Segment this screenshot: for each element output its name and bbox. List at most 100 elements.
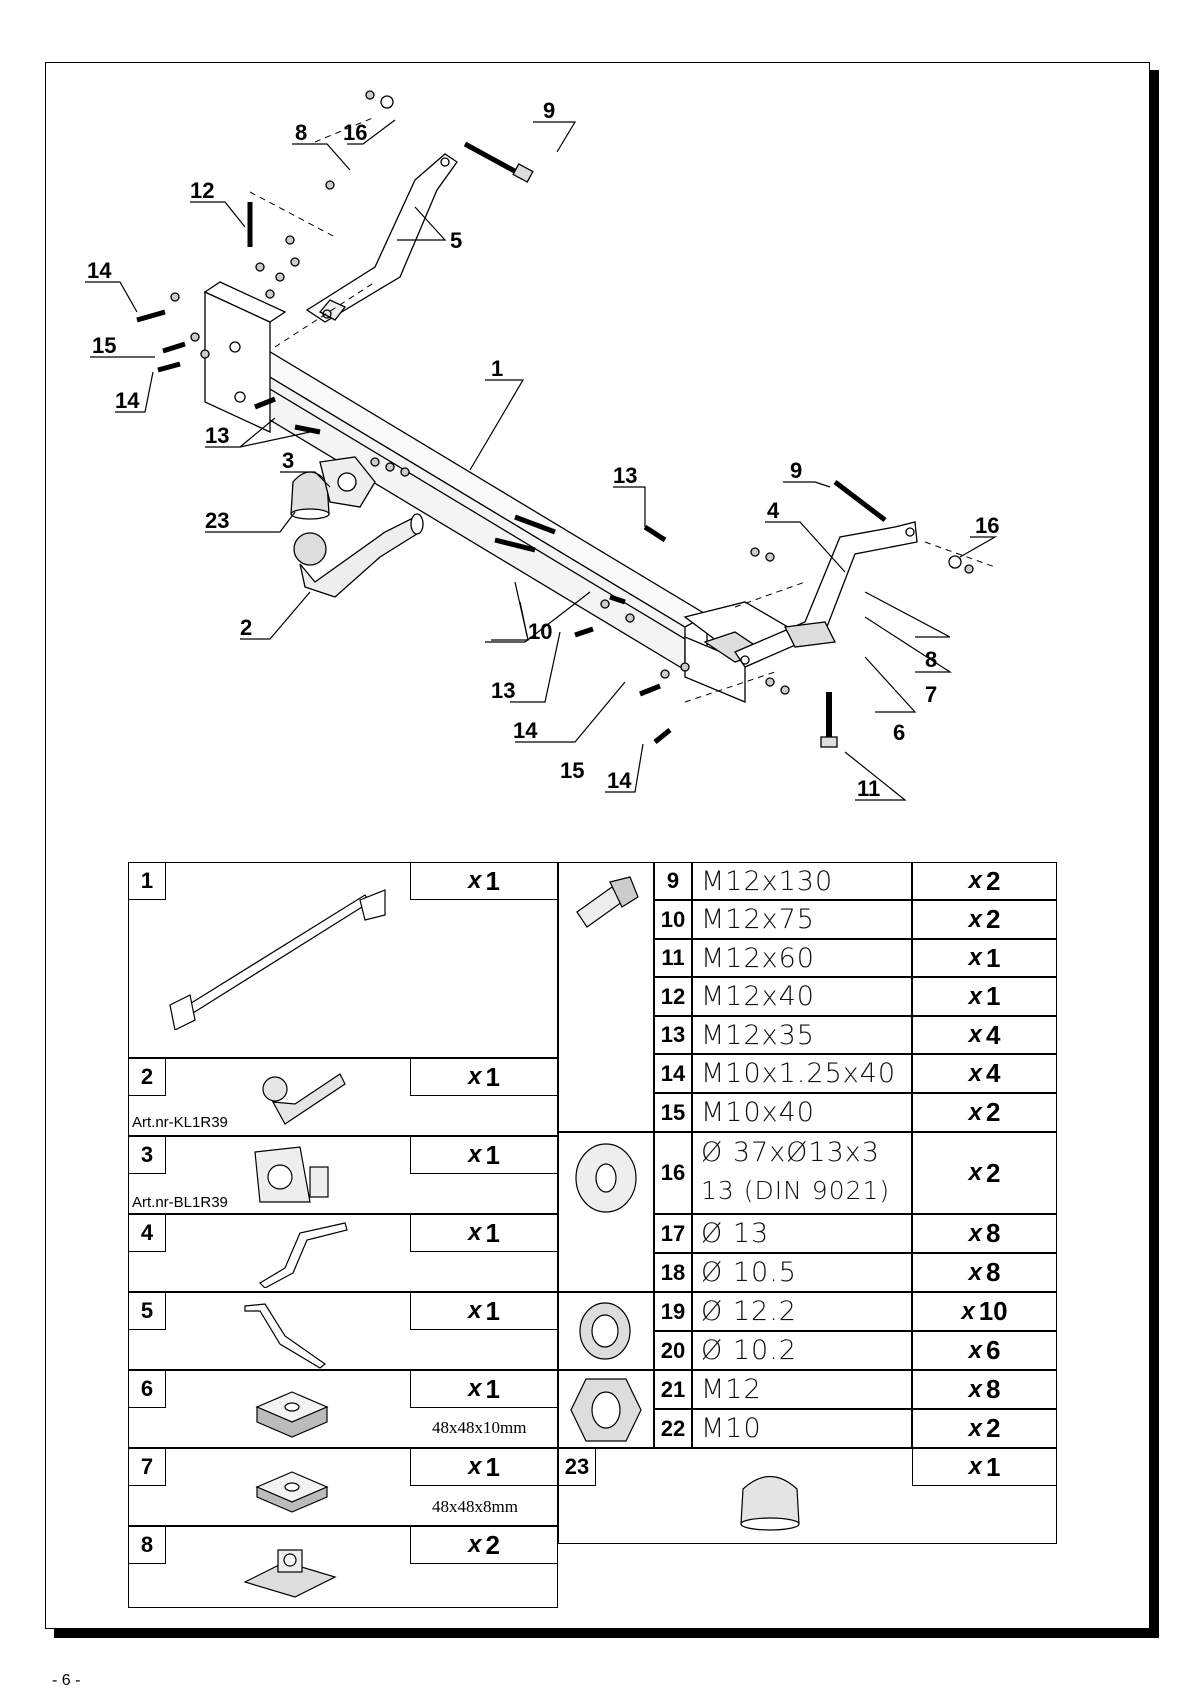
spec-number: 13	[654, 1016, 692, 1054]
part-number: 6	[128, 1370, 166, 1408]
callout-7: 7	[925, 682, 937, 707]
bolt-part-11	[820, 692, 838, 748]
socket-plate-part-3	[319, 456, 376, 508]
spec-value: Ø 13	[692, 1214, 912, 1253]
assembly-lines	[249, 116, 996, 703]
part-number: 1	[128, 862, 166, 900]
bracket-4-thumbnail	[259, 1222, 348, 1288]
spec-number: 10	[654, 900, 692, 939]
spec-value: Ø 10.2	[692, 1331, 912, 1370]
spec-value: M12x75	[692, 900, 912, 939]
spec-value: Ø 12.2	[692, 1292, 912, 1331]
cap-thumbnail	[740, 1476, 800, 1531]
callout-14-lowest: 14	[607, 768, 632, 793]
part-number: 5	[128, 1292, 166, 1330]
socket-plate-thumbnail	[254, 1146, 329, 1203]
spec-line-1: Ø 37xØ13x3	[701, 1136, 880, 1168]
part-row-23	[558, 1448, 1057, 1544]
callout-6: 6	[893, 720, 905, 745]
callout-11: 11	[857, 776, 880, 801]
article-number: Art.nr-BL1R39	[132, 1194, 228, 1211]
spec-number: 21	[654, 1370, 692, 1409]
spring-washer-icon	[579, 1302, 631, 1360]
spec-number: 19	[654, 1292, 692, 1331]
callout-2: 2	[240, 615, 252, 640]
callout-14-top: 14	[87, 258, 112, 283]
spec-value: M12x130	[692, 862, 912, 900]
part-row-5	[128, 1292, 558, 1370]
callout-1: 1	[491, 356, 503, 381]
callout-3: 3	[282, 448, 294, 473]
spec-number: 12	[654, 977, 692, 1016]
crossbar-thumbnail	[169, 889, 386, 1030]
part-dimensions: 48x48x8mm	[432, 1497, 518, 1516]
spacer-6-thumbnail	[255, 1391, 329, 1438]
bolt-part-9	[463, 141, 887, 522]
spec-value: Ø 10.5	[692, 1253, 912, 1292]
spec-number: 14	[654, 1054, 692, 1093]
spec-value-washer: Ø 37xØ13x3 13 (DIN 9021)	[692, 1132, 912, 1214]
spec-value: M12x35	[692, 1016, 912, 1054]
callout-15-bottom: 15	[560, 758, 584, 783]
article-number: Art.nr-KL1R39	[132, 1114, 228, 1131]
callout-13-left: 13	[205, 423, 229, 448]
towball-thumbnail	[262, 1073, 346, 1125]
fasteners-cluster	[170, 90, 974, 695]
spec-value: M10x1.25x40	[692, 1054, 912, 1093]
spec-line-2: 13 (DIN 9021)	[701, 1175, 891, 1205]
callout-14-bottom: 14	[513, 718, 538, 743]
part-number: 23	[558, 1448, 596, 1486]
part-dimensions: 48x48x10mm	[432, 1418, 527, 1437]
bolt-icon	[576, 876, 639, 928]
bracket-5-thumbnail	[244, 1303, 327, 1369]
spec-number: 22	[654, 1409, 692, 1448]
towball-part-2	[293, 513, 424, 598]
washer-icon	[575, 1143, 637, 1213]
callout-16-right: 16	[975, 513, 999, 538]
bolts-small	[136, 202, 672, 744]
cap-part-23	[290, 471, 330, 520]
spec-number: 18	[654, 1253, 692, 1292]
spec-number: 17	[654, 1214, 692, 1253]
spacer-7-thumbnail	[255, 1471, 329, 1513]
cage-nut-thumbnail	[243, 1549, 337, 1598]
callout-5: 5	[450, 228, 462, 253]
frame-shadow-bottom	[54, 1629, 1159, 1638]
part-number: 2	[128, 1058, 166, 1096]
spec-number: 16	[654, 1132, 692, 1214]
nut-icon	[570, 1378, 642, 1442]
bracket-part-4	[734, 521, 918, 668]
callout-16-top: 16	[343, 120, 367, 145]
part-number: 3	[128, 1136, 166, 1174]
frame-shadow-right	[1150, 70, 1159, 1637]
spec-value: M10x40	[692, 1093, 912, 1132]
callout-13-bottom: 13	[491, 678, 515, 703]
callout-14-left: 14	[115, 388, 140, 413]
callout-23: 23	[205, 508, 229, 533]
part-number: 4	[128, 1214, 166, 1252]
callout-12: 12	[190, 178, 214, 203]
callout-9-top: 9	[543, 98, 555, 123]
spec-number: 11	[654, 939, 692, 977]
spec-value: M12x40	[692, 977, 912, 1016]
callout-8-right: 8	[925, 647, 937, 672]
callout-9-right: 9	[790, 458, 802, 483]
callout-4: 4	[767, 498, 780, 523]
part-number: 7	[128, 1448, 166, 1486]
